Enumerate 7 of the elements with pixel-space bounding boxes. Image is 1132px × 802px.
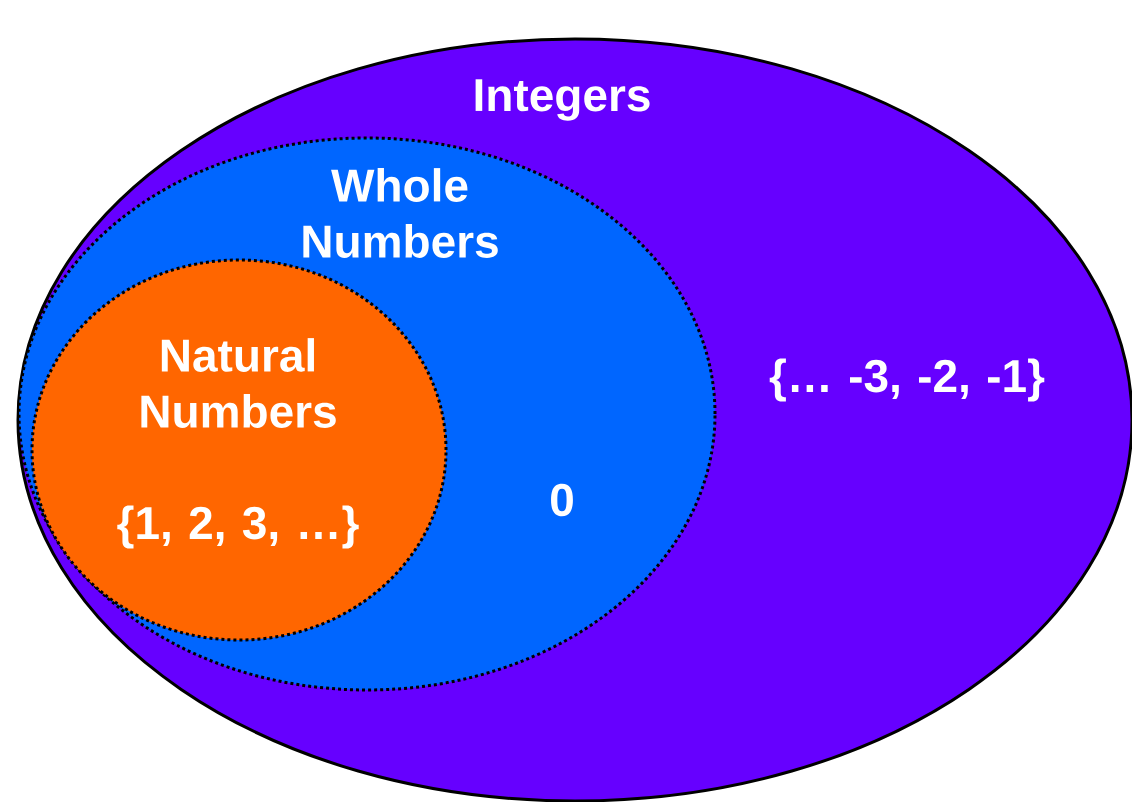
- set-members: 0: [551, 483, 573, 517]
- set-ellipse: [30, 258, 448, 642]
- set-name: Natural Numbers: [141, 338, 336, 428]
- set-members: {… -3, -2, -1}: [769, 358, 1045, 402]
- set-name: Integers: [475, 79, 650, 121]
- set-members: {1, 2, 3, …}: [117, 505, 359, 549]
- set-name: Whole Numbers: [303, 168, 498, 258]
